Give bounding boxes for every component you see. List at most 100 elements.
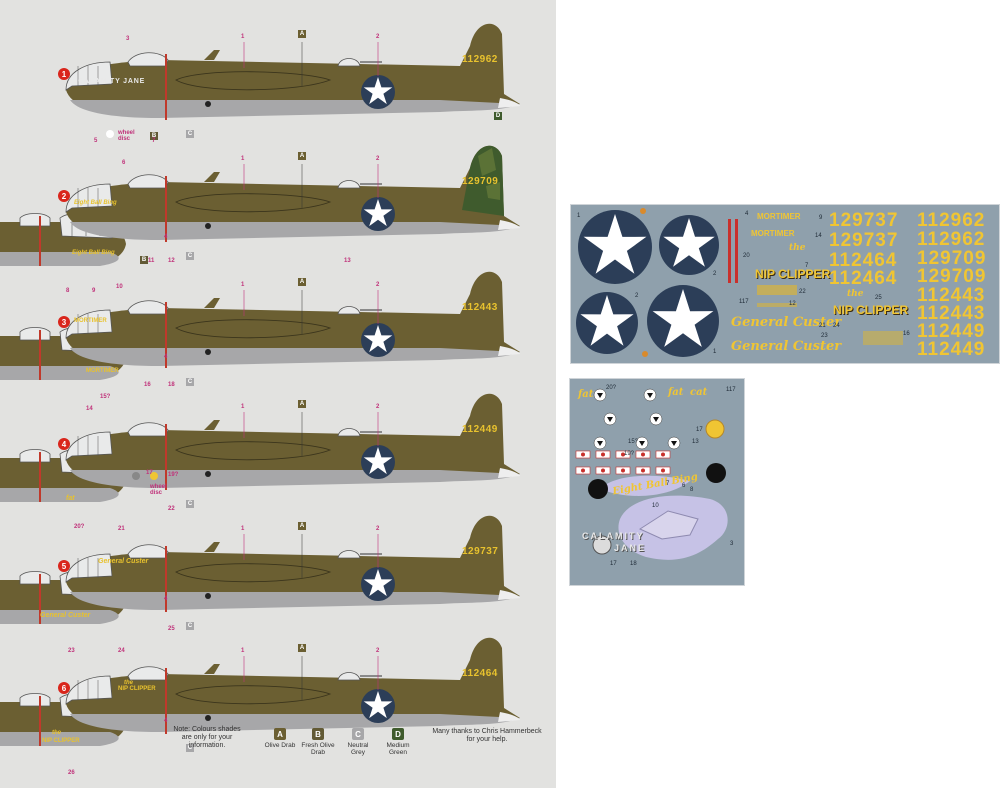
decal-number: 19? — [624, 451, 635, 457]
camouflage-blotch — [478, 148, 500, 200]
decal-number: 10 — [652, 503, 659, 509]
gun-turret — [337, 550, 361, 559]
acknowledgement: Many thanks to Chris Hammerbeck for your… — [432, 728, 542, 743]
eight-ball-character — [706, 463, 726, 483]
paint-box-a: A — [298, 522, 306, 530]
decal-sheet-insignia-serials: 129737 129737 112464 112464 112962 11296… — [570, 204, 1000, 364]
swatch-box: C — [352, 728, 364, 740]
mission-flag-detail — [621, 452, 625, 457]
cockpit-canopy — [127, 544, 169, 559]
swatch-box: B — [312, 728, 324, 740]
nose-art-graphics — [575, 388, 728, 560]
yellow-emblem — [705, 419, 725, 439]
stencil-decal — [863, 331, 903, 345]
callout-number: 4 — [164, 234, 168, 240]
callout-number: 4 — [164, 718, 168, 724]
fuselage — [66, 515, 520, 608]
mission-flag-detail — [581, 468, 585, 473]
callout-number: 8 — [66, 288, 70, 294]
cat-face-detail — [671, 441, 677, 446]
star-shape — [363, 691, 393, 719]
engine-nacelle — [175, 441, 332, 461]
mission-flag-detail — [641, 468, 645, 473]
engine-nacelle — [175, 319, 332, 339]
decal-number: 2 — [635, 293, 639, 299]
the-nose-art: the — [52, 730, 61, 736]
star-shape — [363, 77, 393, 105]
swatch-label: Fresh Olive Drab — [301, 742, 335, 756]
decal-number: 25 — [875, 295, 882, 301]
general-custer-nose-art: General Custer — [98, 558, 149, 565]
callout-number: 9 — [92, 288, 96, 294]
nose-underside — [0, 610, 119, 624]
decal-number: 7 — [805, 263, 809, 269]
callout-number: 19? — [168, 472, 179, 478]
mortimer-nose-art: MORTIMER — [74, 318, 107, 324]
cockpit-canopy — [127, 52, 169, 67]
gun-port — [205, 471, 211, 477]
serial-decal: 112449 — [917, 321, 986, 342]
gun-port — [205, 715, 211, 721]
nose-glazing — [65, 61, 113, 91]
callout-number: 16 — [144, 382, 151, 388]
nose-underside — [0, 488, 119, 502]
aircraft-profile-3 — [65, 271, 520, 368]
decal-number: 117 — [726, 387, 736, 393]
callout-number: 2 — [376, 404, 380, 410]
gun-turret — [337, 428, 361, 437]
mission-flag-detail — [641, 452, 645, 457]
star-shape — [363, 325, 393, 353]
aircraft-profile-5 — [65, 515, 520, 612]
decal-number: 17 — [696, 427, 703, 433]
general-custer-nose-art: General Custer — [40, 612, 91, 619]
decal-number: 13 — [692, 439, 699, 445]
callout-number: 20? — [74, 524, 85, 530]
fuselage — [66, 145, 520, 238]
decal-number: 24 — [833, 323, 840, 329]
gun-turret — [337, 672, 361, 681]
callout-number: 26 — [68, 770, 75, 776]
gun-turret — [337, 180, 361, 189]
tail-serial: 129737 — [462, 546, 499, 557]
decal-number: 117 — [739, 299, 749, 305]
callout-number: 2 — [376, 156, 380, 162]
callout-number: 1 — [241, 156, 245, 162]
gun-port — [205, 101, 211, 107]
callout-number: 10 — [116, 284, 123, 290]
decal-number: 4 — [745, 211, 749, 217]
swatch-olive-drab: A Olive Drab — [262, 728, 298, 749]
general-custer-decal: General Custer — [731, 315, 842, 330]
callout-number: 2 — [376, 648, 380, 654]
serial-decal: 112443 — [917, 285, 986, 306]
cockpit-canopy — [19, 449, 51, 463]
serial-decal: 112962 — [917, 210, 986, 231]
antenna-mast — [204, 664, 220, 674]
swatch-fresh-olive-drab: B Fresh Olive Drab — [300, 728, 336, 756]
fuselage — [66, 271, 520, 364]
wheel-disc-label: disc — [118, 136, 131, 142]
decal-number: 12 — [789, 301, 796, 307]
mortimer-decal: MORTIMER — [757, 212, 801, 221]
scheme-badge: 6 — [58, 682, 70, 694]
engine-nacelle — [175, 685, 332, 705]
decal-number: 2 — [713, 271, 717, 277]
aircraft-profile-6 — [65, 637, 520, 734]
scheme-badge: 5 — [58, 560, 70, 572]
cat-face-detail — [647, 393, 653, 398]
swatch-box: A — [274, 728, 286, 740]
antenna-mast — [204, 298, 220, 308]
decal-number: 9 — [819, 215, 823, 221]
mission-flag-detail — [661, 468, 665, 473]
red-stripe-decal — [735, 219, 738, 283]
engine-nacelle — [175, 193, 332, 213]
mission-flag-detail — [581, 452, 585, 457]
callout-number: 1 — [241, 526, 245, 532]
callout-number: 14 — [86, 406, 93, 412]
paint-box-a: A — [298, 644, 306, 652]
tail-serial: 112962 — [462, 54, 498, 65]
callout-number: 23 — [68, 648, 75, 654]
paint-box-c: C — [186, 622, 194, 630]
swatch-label: Medium Green — [386, 742, 410, 756]
